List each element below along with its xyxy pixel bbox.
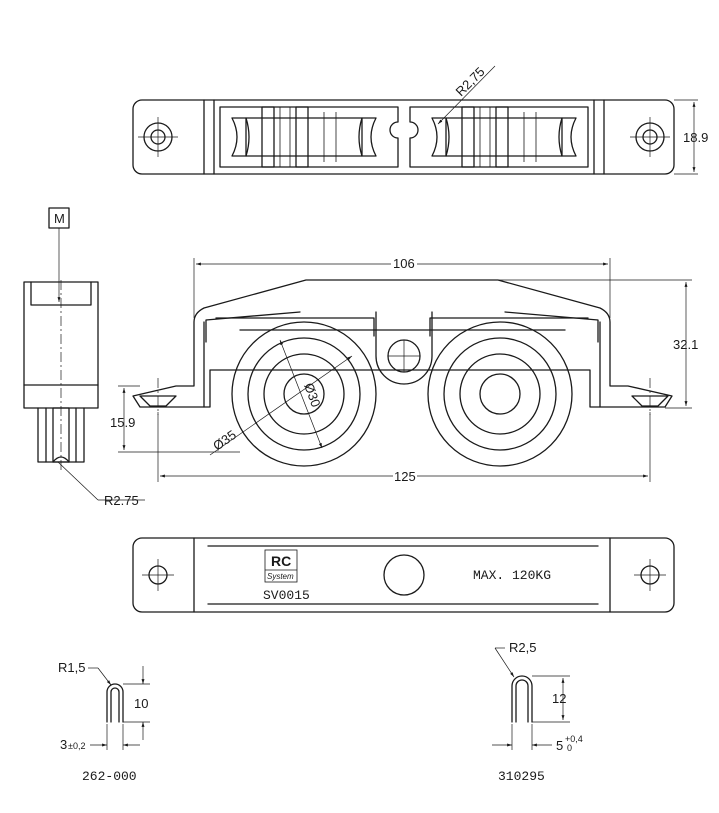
side-view: M R2.75 [23, 207, 145, 508]
bottom-hole-right [634, 559, 666, 591]
profile-right-code: 310295 [498, 769, 545, 784]
total-width-label: 125 [394, 469, 416, 484]
front-view: Ø30 Ø35 106 32.1 15.9 [110, 256, 698, 484]
profile-right-height: 12 [552, 691, 566, 706]
top-hole-left [138, 117, 178, 157]
svg-text:RC: RC [271, 553, 291, 569]
svg-text:System: System [267, 572, 294, 581]
capacity-label: MAX. 120KG [473, 568, 551, 583]
center-boss [383, 554, 425, 596]
top-view: R2,75 18.9 [132, 64, 708, 175]
rc-system-logo: RC System [264, 549, 298, 583]
top-hole-right [630, 117, 670, 157]
base-height-label: 15.9 [110, 415, 135, 430]
height-32-label: 32.1 [673, 337, 698, 352]
profile-left-radius: R1,5 [58, 660, 85, 675]
datum-label: M [54, 211, 65, 226]
top-radius-label: R2,75 [453, 64, 488, 99]
profile-left-height: 10 [134, 696, 148, 711]
side-radius-label: R2.75 [104, 493, 139, 508]
profile-left-code: 262-000 [82, 769, 137, 784]
top-height-label: 18.9 [683, 130, 708, 145]
width-106-label: 106 [393, 256, 415, 271]
profile-left-tolerance: ±0,2 [68, 741, 85, 751]
profile-right-tol-lower: 0 [567, 743, 572, 753]
profile-right-width: 5 [556, 738, 563, 753]
top-wheel-right [431, 106, 577, 168]
front-wheel-left: Ø30 Ø35 [209, 321, 377, 467]
profile-left: R1,5 10 3 ±0,2 262-000 [58, 660, 150, 784]
inner-diameter-label: Ø30 [301, 381, 324, 409]
profile-left-width: 3 [60, 737, 67, 752]
bottom-view: RC System SV0015 MAX. 120KG [132, 537, 675, 613]
outer-diameter-label: Ø35 [210, 427, 239, 453]
top-wheel-left [231, 106, 377, 168]
product-code: SV0015 [263, 588, 310, 603]
profile-right-radius: R2,5 [509, 640, 536, 655]
profile-right-tol-upper: +0,4 [565, 734, 583, 744]
bottom-hole-left [142, 559, 174, 591]
front-wheel-right [427, 321, 573, 467]
profile-right: R2,5 12 5 +0,4 0 310295 [492, 640, 583, 784]
